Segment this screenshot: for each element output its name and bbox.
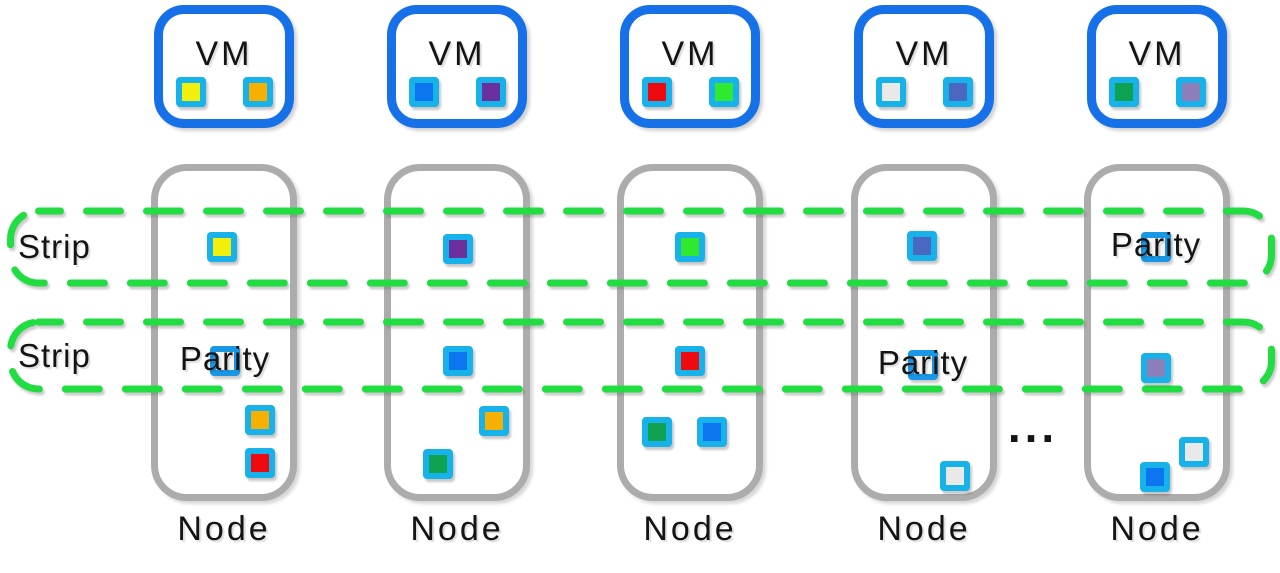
chunk-slate — [942, 77, 973, 107]
vm-label: VM — [895, 35, 953, 73]
chunk-orange — [245, 405, 275, 435]
vm-box: VM — [620, 5, 760, 128]
chunk-white — [1179, 437, 1209, 467]
chunk-blue — [697, 417, 727, 447]
chunk-mauve — [1141, 353, 1171, 383]
node-box — [151, 164, 297, 501]
chunk-slate — [907, 231, 937, 261]
chunk-orange — [479, 406, 509, 436]
chunk-emerald — [1108, 77, 1139, 107]
chunk-blue — [1140, 462, 1170, 492]
parity-label: Parity — [877, 344, 969, 381]
strip-label: Strip — [18, 336, 91, 374]
chunk-yellow — [207, 232, 237, 262]
node-label: Node — [410, 510, 504, 548]
chunk-red — [675, 346, 705, 376]
node-label: Node — [877, 510, 971, 548]
chunk-red — [245, 448, 275, 478]
vm-chunk-row — [875, 77, 973, 107]
chunk-purple — [443, 234, 473, 264]
strip-label: Strip — [18, 228, 91, 265]
vm-box: VM — [387, 5, 527, 128]
node-label: Node — [1110, 510, 1204, 548]
chunk-yellow — [175, 77, 206, 107]
vm-label: VM — [428, 35, 486, 73]
vm-chunk-row — [641, 77, 739, 107]
chunk-orange — [242, 77, 273, 107]
vm-label: VM — [1128, 35, 1186, 73]
vm-chunk-row — [175, 77, 273, 107]
chunk-emerald — [642, 417, 672, 447]
chunk-blue — [408, 77, 439, 107]
chunk-blue — [443, 346, 473, 376]
vm-chunk-row — [408, 77, 506, 107]
parity-label: Parity — [179, 340, 271, 377]
chunk-mauve — [1175, 77, 1206, 107]
vm-label: VM — [195, 35, 253, 73]
vm-box: VM — [854, 5, 994, 128]
node-box — [384, 164, 530, 501]
node-label: Node — [177, 510, 271, 548]
vm-box: VM — [1087, 5, 1227, 128]
more-nodes-ellipsis: ... — [1007, 400, 1059, 452]
vm-chunk-row — [1108, 77, 1206, 107]
chunk-green — [675, 232, 705, 262]
parity-label: Parity — [1110, 226, 1202, 263]
node-label: Node — [643, 510, 737, 548]
vm-label: VM — [661, 35, 719, 73]
chunk-emerald — [423, 449, 453, 479]
node-box — [617, 164, 763, 501]
chunk-red — [641, 77, 672, 107]
chunk-white — [940, 461, 970, 491]
chunk-white — [875, 77, 906, 107]
vm-box: VM — [154, 5, 294, 128]
node-box — [851, 164, 997, 501]
chunk-purple — [475, 77, 506, 107]
chunk-green — [708, 77, 739, 107]
